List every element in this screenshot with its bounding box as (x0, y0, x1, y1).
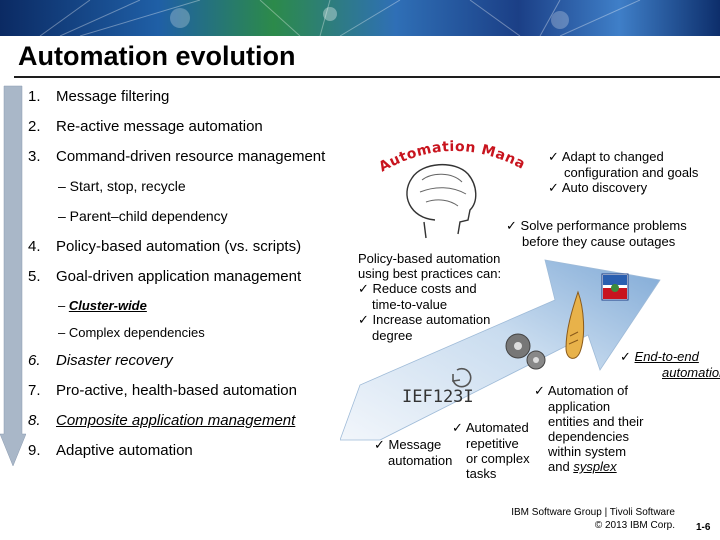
callout-text: within system (548, 444, 627, 459)
callout-text: Solve performance problems (520, 218, 687, 233)
flag-icon (601, 273, 629, 301)
thermometer-icon (565, 290, 585, 359)
check-icon: ✓ (548, 181, 559, 196)
svg-text:Automation Manager: Automation Manager (376, 138, 526, 175)
callout-repetitive: ✓ Automated repetitive or complex tasks (452, 420, 530, 481)
list-text: Re-active message automation (56, 118, 263, 135)
title-divider (14, 76, 720, 78)
list-text: Policy-based automation (vs. scripts) (56, 238, 302, 255)
list-number: 6. (28, 352, 41, 369)
callout-message: ✓ Message automation (374, 437, 452, 468)
cluster-wide-text: Cluster-wide (68, 298, 147, 313)
list-text: Goal-driven application management (56, 268, 302, 285)
callout-text: Automated (465, 420, 529, 435)
list-number: 1. (28, 88, 41, 105)
sub-item-parent-child: – Parent–child dependency (58, 208, 228, 224)
automation-manager-text: Automation Manager (376, 138, 526, 175)
list-number: 7. (28, 382, 41, 399)
footer-line-2: © 2013 IBM Corp. (594, 520, 675, 531)
top-banner (0, 0, 720, 36)
callout-text: and (548, 459, 574, 474)
callout-text: End-to-end (634, 349, 699, 364)
footer-line-1: IBM Software Group | Tivoli Software (511, 507, 675, 518)
check-icon: ✓ (548, 150, 559, 165)
callout-application: ✓ Automation of application entities and… (534, 383, 643, 474)
list-number: 4. (28, 238, 41, 255)
callout-text: using best practices can: (358, 266, 502, 281)
automation-graphic: IEF123I (340, 163, 661, 441)
check-icon: ✓ (506, 219, 517, 234)
callout-text: Automation of (547, 383, 629, 398)
list-number: 9. (28, 442, 41, 459)
callout-text: entities and their (548, 414, 644, 429)
callout-text: or complex (466, 451, 530, 466)
list-text: Disaster recovery (56, 352, 173, 369)
callout-text: Policy-based automation (358, 251, 501, 266)
callout-text: automation (388, 453, 453, 468)
callout-text: Message (388, 437, 442, 452)
callout-text: repetitive (466, 436, 519, 451)
list-text: Composite application management (56, 412, 296, 429)
sub-item-cluster: – Cluster-wide (58, 298, 147, 313)
callout-text: tasks (466, 466, 497, 481)
list-number: 8. (28, 412, 41, 429)
callout-text: dependencies (548, 429, 629, 444)
sub-item-dash: – (58, 298, 69, 313)
banner-decoration (39, 0, 641, 36)
automation-manager-logo: Automation Manager (376, 138, 526, 175)
footer: IBM Software Group | Tivoli Software © 2… (480, 506, 675, 532)
slide-title: Automation evolution (18, 41, 296, 71)
callout-solve: ✓ Solve performance problems before they… (506, 218, 687, 249)
list-number: 5. (28, 268, 41, 285)
check-icon: ✓ (358, 313, 369, 328)
callout-text: Reduce costs and (372, 281, 477, 296)
list-text: Message filtering (56, 88, 170, 105)
cycle-icon (452, 367, 472, 388)
callout-text: application (548, 399, 611, 414)
ief-label: IEF123I (402, 387, 474, 407)
page-number: 1-6 (696, 522, 711, 533)
callout-text: automation (662, 365, 720, 380)
check-icon: ✓ (452, 421, 463, 436)
callout-text: configuration and goals (564, 165, 699, 180)
callout-text: degree (372, 328, 413, 343)
list-number: 3. (28, 148, 41, 165)
sub-item-complex: – Complex dependencies (58, 325, 205, 340)
callout-text: before they cause outages (522, 234, 676, 249)
callout-adapt: ✓ Adapt to changed configuration and goa… (548, 149, 698, 196)
head-icon (406, 163, 477, 239)
callout-text: time-to-value (372, 297, 448, 312)
sub-item-start-stop: – Start, stop, recycle (58, 178, 186, 194)
check-icon: ✓ (358, 282, 369, 297)
callout-end-to-end: ✓ End-to-end automation (620, 349, 720, 380)
check-icon: ✓ (620, 350, 631, 365)
list-text: Pro-active, health-based automation (56, 382, 297, 399)
gear-icon (505, 333, 546, 370)
check-icon: ✓ (374, 438, 385, 453)
list-text: Adaptive automation (56, 442, 193, 459)
left-progress-arrow (0, 85, 26, 467)
callout-text: Auto discovery (561, 180, 648, 195)
list-text: Command-driven resource management (56, 148, 326, 165)
callout-text: Adapt to changed (561, 149, 664, 164)
callout-text: Increase automation (372, 312, 491, 327)
list-number: 2. (28, 118, 41, 135)
sysplex-text: sysplex (573, 459, 617, 474)
callout-policy: Policy-based automation using best pract… (358, 251, 501, 343)
check-icon: ✓ (534, 384, 545, 399)
